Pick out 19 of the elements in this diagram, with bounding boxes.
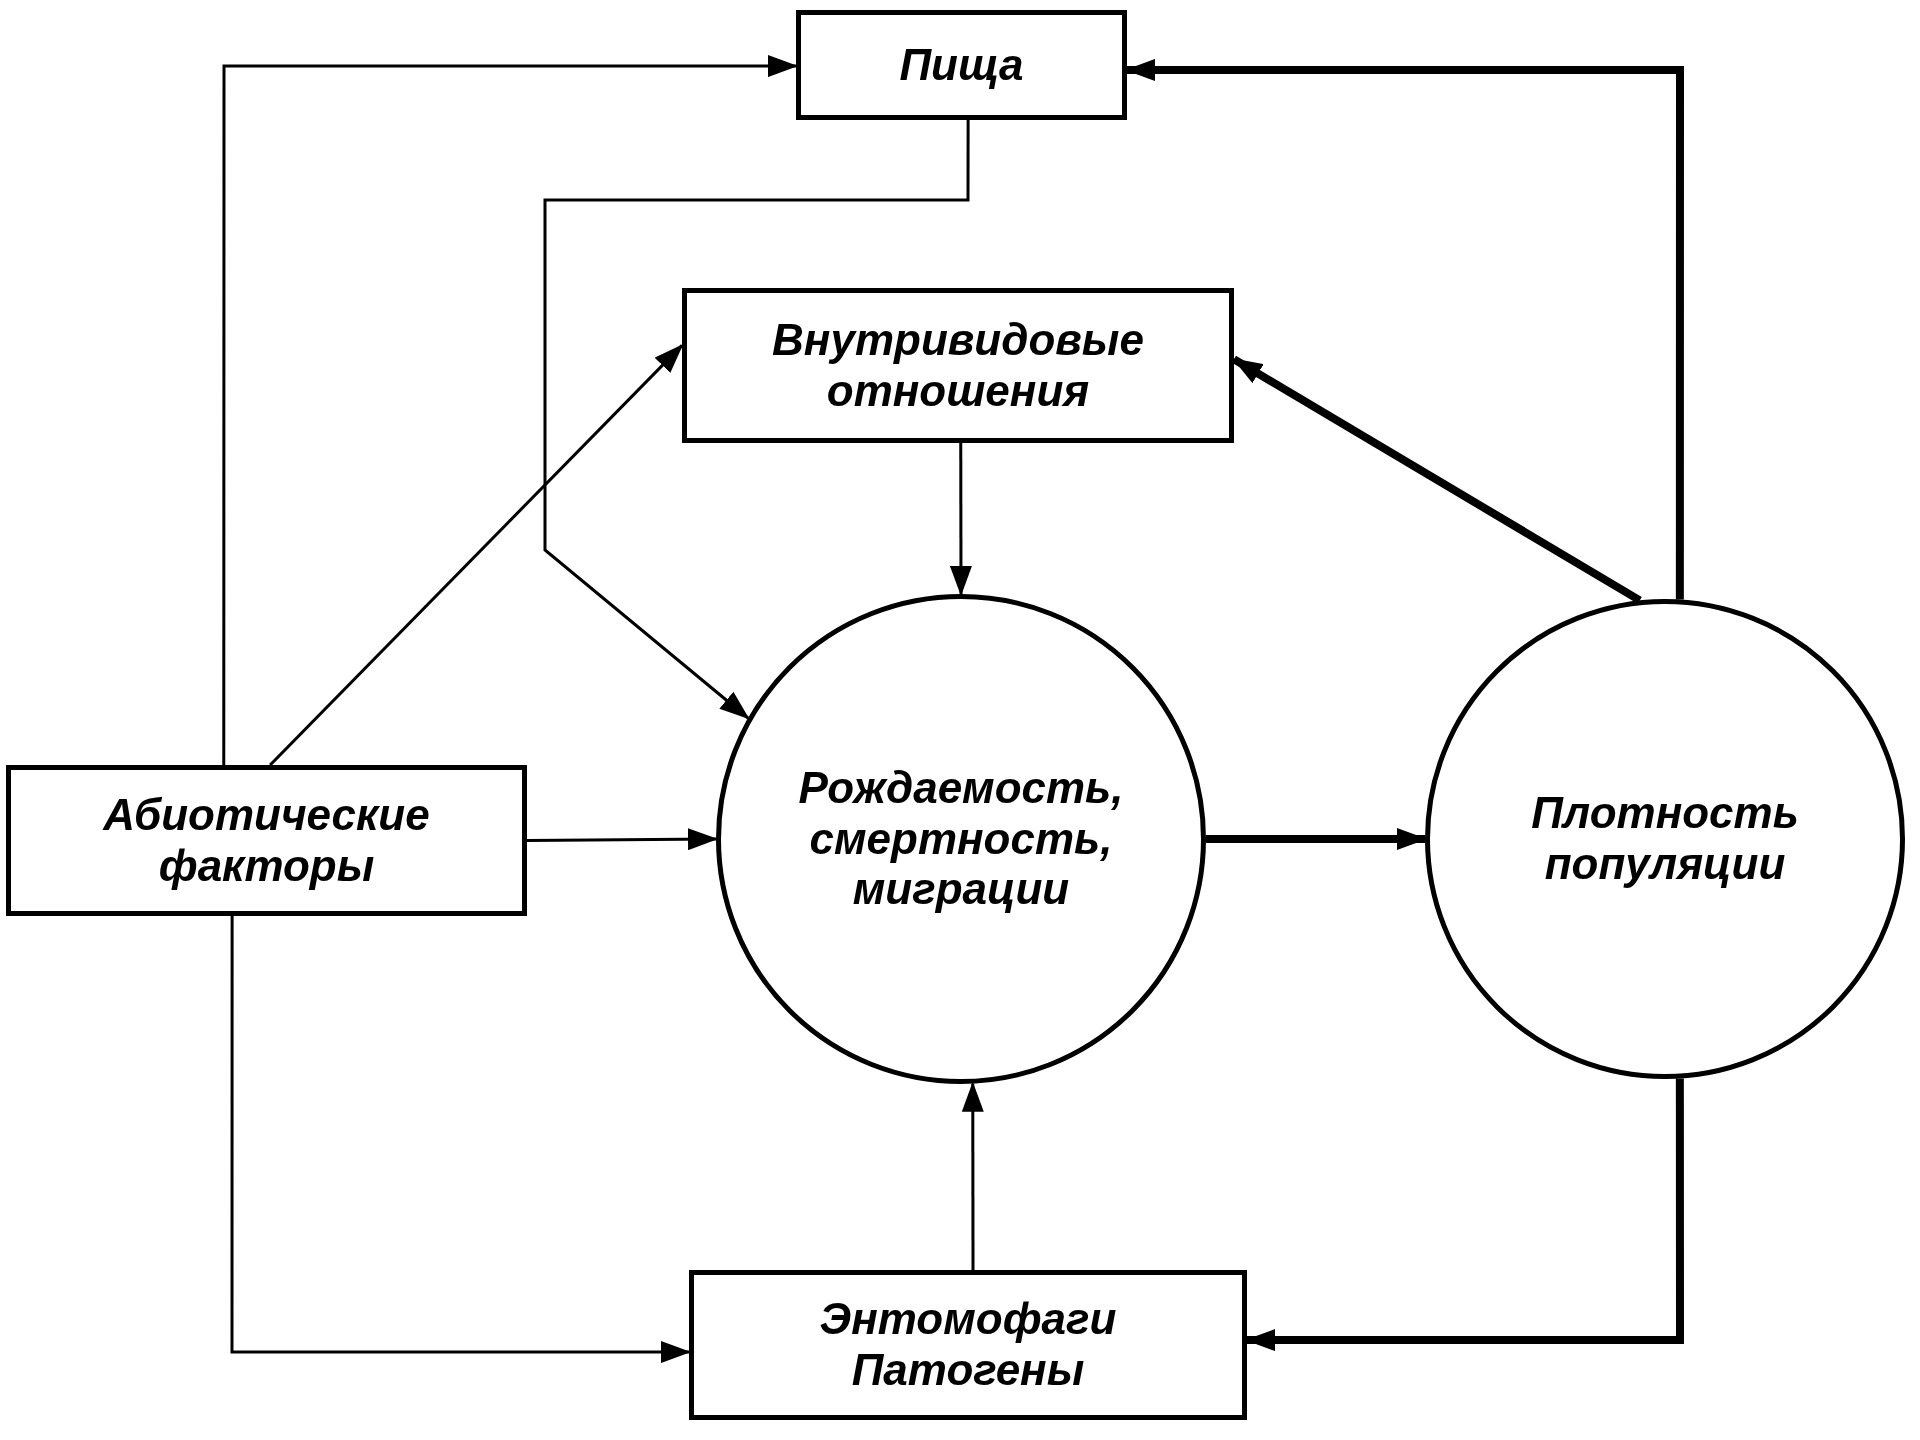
arrow	[222, 55, 798, 765]
arrow	[230, 916, 691, 1364]
arrow	[1125, 58, 1684, 600]
node-label: Пища	[899, 39, 1024, 91]
node-label: Абиотические факторы	[101, 789, 431, 892]
node-label: Рождаемость, смертность, миграции	[797, 763, 1125, 915]
arrow	[269, 343, 684, 767]
process-box	[6, 765, 527, 916]
arrow	[543, 120, 970, 720]
process-box	[689, 1270, 1247, 1420]
arrow	[1206, 828, 1427, 850]
node-label: Плотность популяции	[1530, 788, 1800, 890]
arrow	[527, 828, 718, 851]
node-label: Внутривидовые отношения	[771, 314, 1145, 417]
process-box	[796, 10, 1127, 120]
node-label: Энтомофаги Патогены	[818, 1294, 1118, 1396]
process-box	[682, 288, 1234, 443]
arrow	[1245, 1078, 1684, 1352]
arrow	[949, 443, 972, 596]
